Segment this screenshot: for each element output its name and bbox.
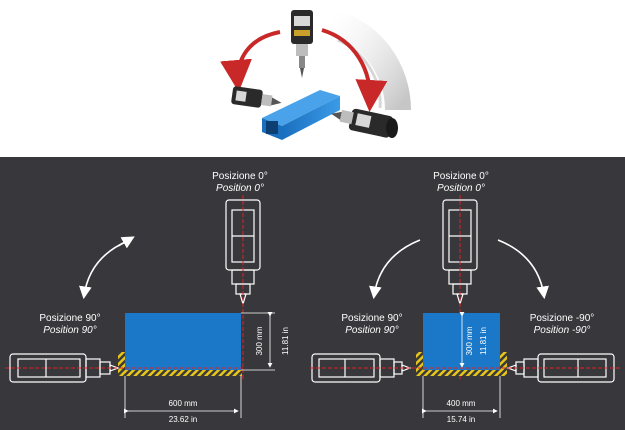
left-pos90-en-label: Position 90° (43, 325, 96, 336)
right-height-mm: 300 mm (465, 326, 474, 355)
spindle-head-right-icon (331, 108, 398, 138)
left-height-dimension: 300 mm 11.81 in (241, 312, 290, 371)
right-width-in: 15.74 in (447, 415, 475, 424)
right-pos0-en-label: Position 0° (437, 183, 485, 194)
left-fixture-bottom (118, 370, 242, 376)
spindle-head-left-icon (231, 86, 282, 108)
right-width-dimension: 400 mm 15.74 in (422, 376, 501, 424)
right-fixture-bottom (416, 370, 507, 376)
left-diagram: Posizione 0° Position 0° Posizione 90° P… (5, 171, 290, 424)
right-height-in: 11.81 in (479, 327, 488, 355)
left-height-in: 11.81 in (281, 327, 290, 355)
left-pos0-it-label: Posizione 0° (212, 171, 268, 182)
left-pos0-en-label: Position 0° (216, 183, 264, 194)
right-pos0-it-label: Posizione 0° (433, 171, 489, 182)
dark-panel (0, 157, 625, 430)
spindle-head-vertical-icon (291, 10, 313, 78)
right-fixture-side-right (500, 352, 507, 370)
right-posm90-it-label: Posizione -90° (530, 313, 595, 324)
right-fixture-side-left (416, 352, 423, 370)
right-diagram: Posizione 0° Position 0° Posizione 90° P… (310, 171, 620, 424)
top-illustration (220, 9, 411, 140)
blue-square-tube-icon (262, 90, 340, 140)
right-posm90-en-label: Position -90° (534, 325, 591, 336)
left-workpiece (125, 313, 241, 370)
right-pos90-en-label: Position 90° (345, 325, 398, 336)
red-rotation-arrow-right-icon (321, 28, 388, 112)
left-pos90-it-label: Posizione 90° (39, 313, 100, 324)
right-pos90-it-label: Posizione 90° (341, 313, 402, 324)
red-rotation-arrow-icon (220, 30, 281, 92)
left-width-dimension: 600 mm 23.62 in (124, 376, 242, 424)
left-height-mm: 300 mm (255, 326, 264, 355)
right-height-dimension: 300 mm 11.81 in (459, 312, 488, 368)
left-width-in: 23.62 in (169, 415, 197, 424)
right-rotation-arrow-left-icon (369, 239, 421, 300)
left-fixture-side (118, 352, 125, 370)
right-rotation-arrow-right-icon (497, 239, 549, 300)
right-width-mm: 400 mm (447, 399, 476, 408)
left-width-mm: 600 mm (169, 399, 198, 408)
right-workpiece (423, 313, 500, 370)
